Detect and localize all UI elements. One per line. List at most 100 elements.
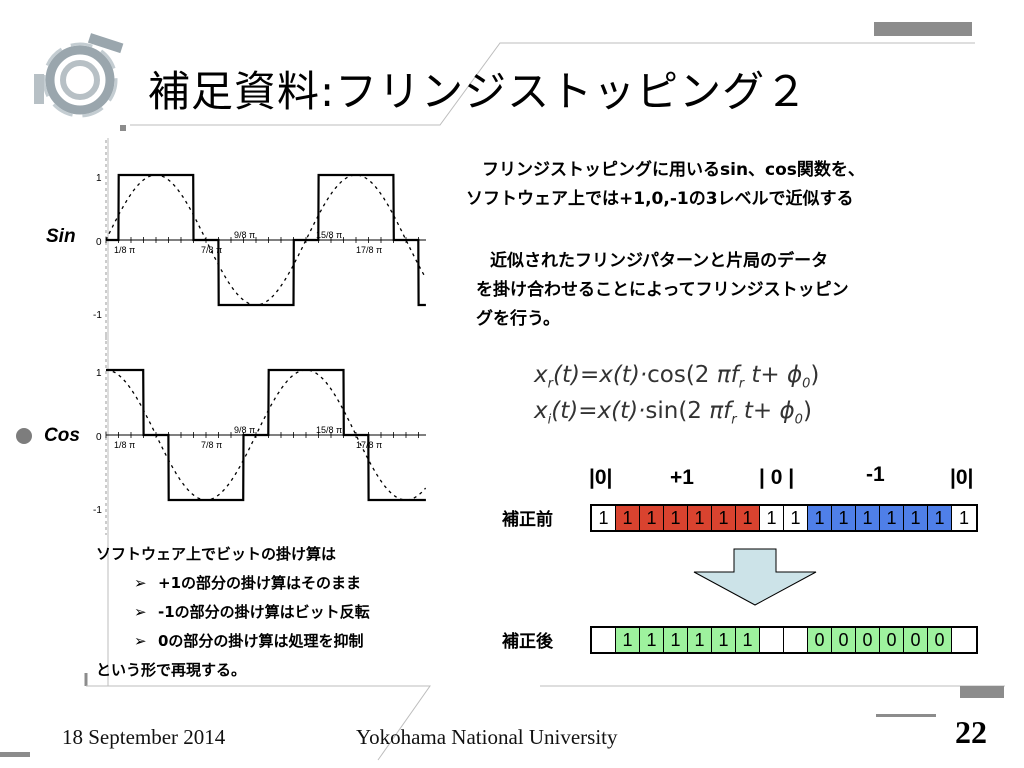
segment-label-0-right: |0| [950,466,974,489]
cos-tick-1-8: 1/8 π [114,440,135,450]
formula-real-phase-sub: r [738,376,745,392]
slide-title: 補足資料:フリンジストッピング２ [148,67,809,116]
bullet-dot-icon [16,428,32,444]
before-bit-14: 1 [928,506,952,530]
notes-outro: という形で再現する。 [96,661,247,679]
description-2-line-1: 近似されたフリンジパターンと片局のデータ [490,251,829,271]
before-bit-8: 1 [784,506,808,530]
deco-bar-top [874,22,972,36]
cos-label: Cos [44,425,80,446]
deco-bar-bottom-right [960,686,1004,698]
before-bit-4: 1 [688,506,712,530]
after-bit-14: 0 [928,628,952,652]
after-bit-13: 0 [904,628,928,652]
deco-line-bottom [86,685,431,761]
after-bit-7 [760,628,784,652]
cos-tick-17-8: 17/8 π [356,440,382,450]
after-bit-9: 0 [808,628,832,652]
description-1-line-1: フリンジストッピングに用いるsin、cos関数を、 [482,160,865,180]
formula-real-fn: cos [647,362,686,388]
before-bit-6: 1 [736,506,760,530]
notes-bullet-2: ➢ -1の部分の掛け算はビット反転 [96,598,370,627]
notes-intro: ソフトウェア上でビットの掛け算は [96,545,337,563]
arrow-bullet-icon: ➢ [134,603,147,621]
sin-y-tick-0: 0 [96,237,102,248]
arrow-bullet-icon: ➢ [134,574,147,592]
before-bit-15: 1 [952,506,976,530]
before-bit-12: 1 [880,506,904,530]
sin-tick-7-8: 7/8 π [201,245,222,255]
segment-label-0-mid: | 0 | [759,466,795,489]
deco-line-top [130,42,975,126]
notes-bullet-3-text: 0の部分の掛け算は処理を抑制 [158,632,364,650]
notes-bullet-1-text: +1の部分の掛け算はそのまま [158,574,362,592]
segment-label-0-left: |0| [589,466,613,489]
after-bit-5: 1 [712,628,736,652]
notes-bullet-3: ➢ 0の部分の掛け算は処理を抑制 [96,627,370,656]
cos-y-tick-neg1: -1 [93,505,102,516]
formula-imag-lhs-sub: i [547,412,552,428]
before-bit-11: 1 [856,506,880,530]
cos-tick-7-8: 7/8 π [201,440,222,450]
footer-date: 18 September 2014 [62,725,226,749]
down-arrow-icon [693,548,817,606]
formula-imag-lhs: x [534,398,548,424]
deco-bar-small [876,714,936,717]
after-bit-2: 1 [640,628,664,652]
after-bit-15 [952,628,976,652]
formula-real-lhs-sub: r [547,376,553,392]
before-bit-3: 1 [664,506,688,530]
notes: ソフトウェア上でビットの掛け算は ➢ +1の部分の掛け算はそのまま ➢ -1の部分の… [96,540,370,685]
after-correction-label: 補正後 [502,632,553,652]
sin-tick-1-8: 1/8 π [114,245,135,255]
after-bit-10: 0 [832,628,856,652]
sin-tick-17-8: 17/8 π [356,245,382,255]
segment-label-plus1: +1 [670,466,694,489]
after-bit-11: 0 [856,628,880,652]
after-bit-0 [592,628,616,652]
before-bit-9: 1 [808,506,832,530]
formula-real: xr(t)=x(t)·cos(2 πfr t+ ϕ0) [534,362,820,392]
formula-imag-fn: sin [645,398,679,424]
notes-bullet-2-text: -1の部分の掛け算はビット反転 [158,603,370,621]
after-bit-12: 0 [880,628,904,652]
footer-institution: Yokohama National University [356,725,618,749]
before-bit-2: 1 [640,506,664,530]
description-2-line-3: グを行う。 [476,309,560,329]
wave-plots: 1 0 -1 1/8 π 7/8 π 17/8 π 9/8 π 15/8 π 1… [93,140,427,535]
cos-tick-15-8: 15/8 π [316,425,342,435]
after-bit-3: 1 [664,628,688,652]
sin-y-tick-neg1: -1 [93,310,102,321]
description-2: 近似されたフリンジパターンと片局のデータ を掛け合わせることによってフリンジスト… [476,247,849,334]
cos-plot: 1 0 -1 1/8 π 7/8 π 17/8 π 9/8 π 15/8 π [93,335,427,535]
description-1-line-2: ソフトウェア上では+1,0,-1の3レベルで近似する [466,189,854,209]
arrow-bullet-icon: ➢ [134,632,147,650]
cos-square-wave [106,368,426,502]
before-bit-10: 1 [832,506,856,530]
before-bit-13: 1 [904,506,928,530]
before-bit-1: 1 [616,506,640,530]
logo-icon [34,33,124,118]
after-bit-4: 1 [688,628,712,652]
formula-real-lhs: x [534,362,548,388]
cos-curve [105,369,427,501]
before-bit-5: 1 [712,506,736,530]
sin-tick-9-8: 9/8 π [234,230,255,240]
after-bit-6: 1 [736,628,760,652]
sin-plot: 1 0 -1 1/8 π 7/8 π 17/8 π 9/8 π 15/8 π [93,140,427,340]
cos-y-tick-1: 1 [96,368,102,379]
formula-imag-phase-sub: r [731,412,737,428]
description-1: フリンジストッピングに用いるsin、cos関数を、 ソフトウェア上では+1,0,… [466,156,865,214]
formula-imag: xi(t)=x(t)·sin(2 πfr t+ ϕ0) [534,398,812,428]
sin-tick-15-8: 15/8 π [316,230,342,240]
cos-y-tick-0: 0 [96,432,102,443]
sin-label: Sin [46,226,76,247]
before-correction-label: 補正前 [502,510,553,530]
description-2-line-2: を掛け合わせることによってフリンジストッピン [476,280,849,300]
sin-y-tick-1: 1 [96,173,102,184]
notes-bullet-1: ➢ +1の部分の掛け算はそのまま [96,569,370,598]
sin-square-wave [106,173,426,307]
